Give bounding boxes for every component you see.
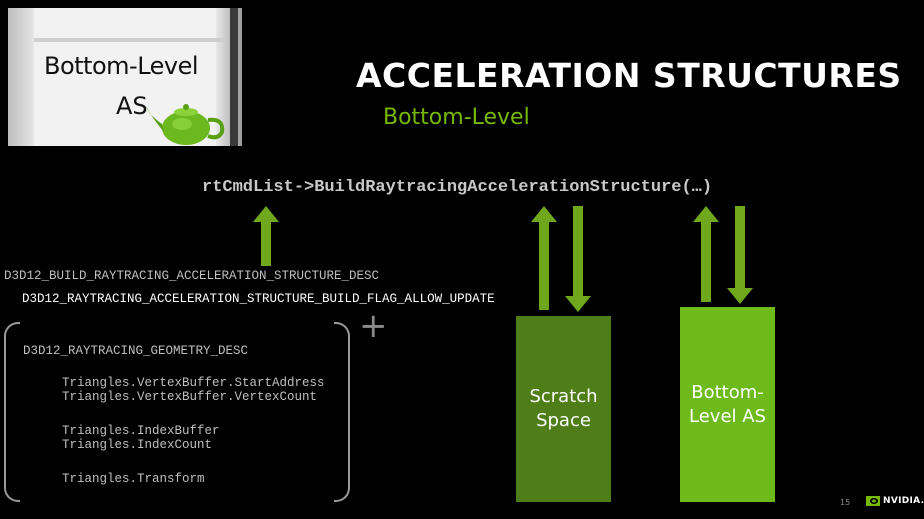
field-transform: Triangles.Transform: [62, 472, 205, 486]
up-arrow-blas-to-call: [693, 206, 719, 302]
field-indexcount: Triangles.IndexCount: [62, 438, 213, 452]
down-arrow-call-to-scratch: [565, 206, 591, 312]
up-arrow-desc-to-call: [253, 206, 279, 266]
nvidia-logo-text: NVIDIA.: [883, 496, 924, 506]
field-vertexbuffer-startaddress: Triangles.VertexBuffer.StartAddress: [62, 376, 325, 390]
nvidia-logo: NVIDIA.: [866, 496, 924, 506]
thumbnail-image: Bottom-Level AS: [8, 8, 242, 146]
build-desc-struct: D3D12_BUILD_RAYTRACING_ACCELERATION_STRU…: [4, 269, 380, 283]
api-call-text: rtCmdList->BuildRaytracingAccelerationSt…: [202, 178, 713, 197]
teapot-icon: [146, 104, 225, 145]
page-title: ACCELERATION STRUCTURES: [356, 56, 902, 95]
field-vertexbuffer-vertexcount: Triangles.VertexBuffer.VertexCount: [62, 390, 318, 404]
page-subtitle: Bottom-Level: [383, 105, 530, 130]
thumbnail-pole: [230, 8, 238, 146]
up-arrow-scratch-to-call: [531, 206, 557, 310]
page-number: 15: [840, 498, 851, 507]
left-bracket: [4, 322, 20, 502]
down-arrow-call-to-blas: [727, 206, 753, 304]
thumbnail-shade-left: [8, 8, 34, 146]
field-indexbuffer: Triangles.IndexBuffer: [62, 424, 220, 438]
bottom-level-as-box: Bottom- Level AS: [680, 307, 775, 502]
scratch-space-box: Scratch Space: [516, 316, 611, 502]
thumbnail-caption-line2: AS: [116, 92, 148, 120]
geometry-desc-struct: D3D12_RAYTRACING_GEOMETRY_DESC: [23, 344, 249, 358]
nvidia-eye-icon: [866, 496, 880, 506]
build-flag-allow-update: D3D12_RAYTRACING_ACCELERATION_STRUCTURE_…: [22, 292, 495, 306]
thumbnail-shelf: [34, 38, 224, 42]
plus-sign: +: [359, 306, 388, 346]
thumbnail-caption-line1: Bottom-Level: [44, 52, 199, 80]
